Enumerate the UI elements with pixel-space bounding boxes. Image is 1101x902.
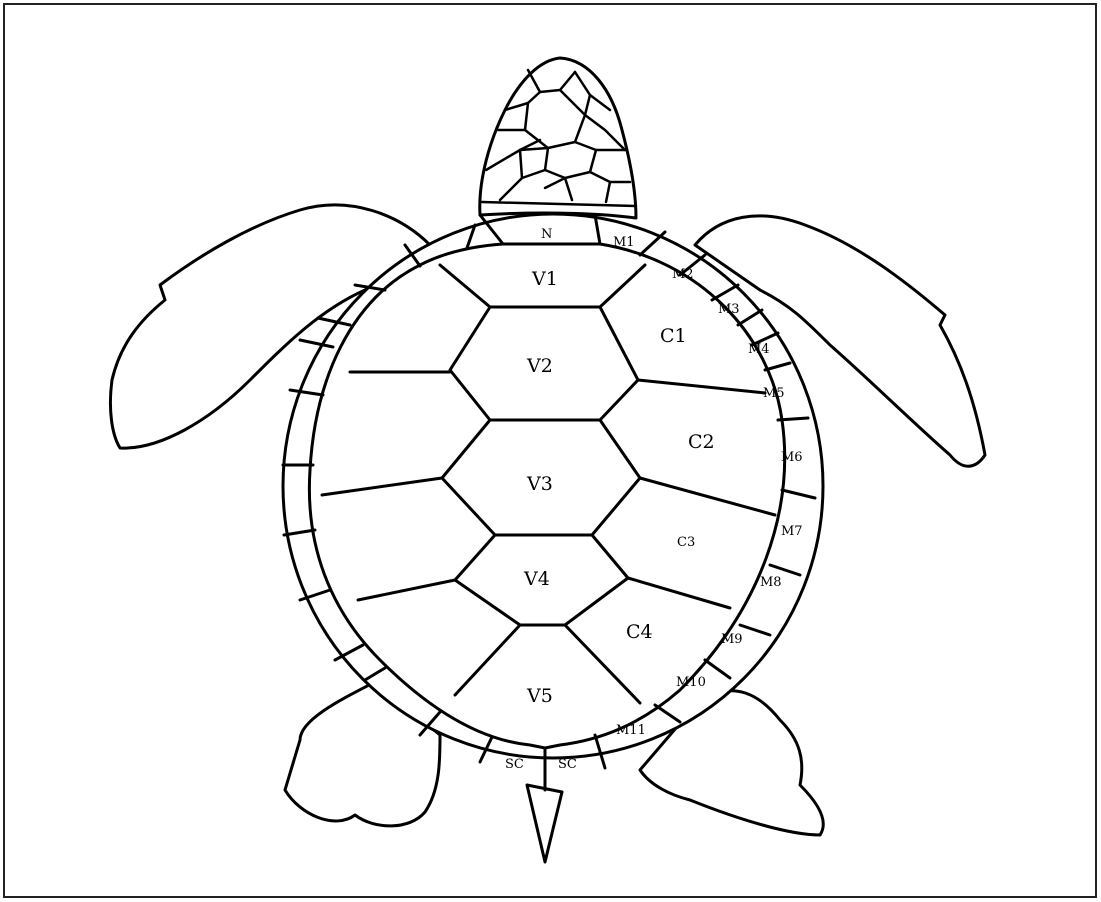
label-v3: V3 [526, 473, 553, 495]
carapace-outline [283, 214, 823, 758]
label-v4: V4 [523, 568, 550, 590]
label-sc-left: SC [505, 757, 524, 772]
label-c1: C1 [660, 325, 687, 347]
tail [527, 785, 562, 862]
label-c3: C3 [677, 535, 695, 550]
label-v1: V1 [531, 268, 558, 290]
label-sc-right: SC [558, 757, 577, 772]
label-c4: C4 [626, 621, 653, 643]
label-m1: M1 [613, 235, 635, 250]
label-v5: V5 [526, 685, 553, 707]
label-m5: M5 [763, 386, 785, 401]
label-c2: C2 [688, 431, 715, 453]
label-m4: M4 [748, 342, 770, 357]
label-m2: M2 [672, 267, 694, 282]
label-m10: M10 [676, 675, 706, 690]
label-m6: M6 [781, 450, 803, 465]
label-nuchal: N [541, 227, 552, 242]
label-m11: M11 [616, 723, 646, 738]
label-m7: M7 [781, 524, 803, 539]
label-m8: M8 [760, 575, 782, 590]
label-m9: M9 [721, 632, 743, 647]
label-m3: M3 [718, 302, 740, 317]
label-v2: V2 [526, 355, 553, 377]
